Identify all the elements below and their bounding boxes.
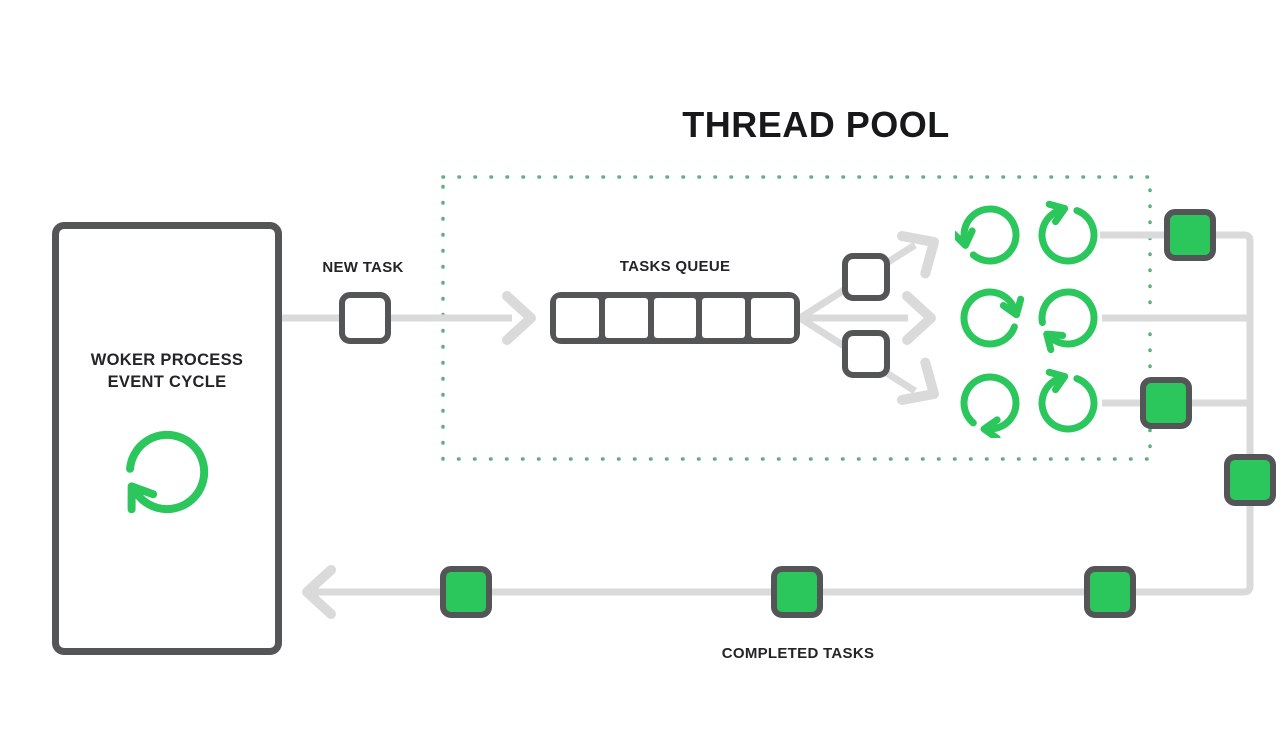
new-task-label: NEW TASK xyxy=(322,259,404,276)
queue-cell xyxy=(702,298,746,338)
arrow-right-icon xyxy=(902,291,936,345)
new-task-square xyxy=(339,292,391,344)
queue-cell xyxy=(653,298,697,338)
completed-task-square xyxy=(771,566,823,618)
tasks-queue-label: TASKS QUEUE xyxy=(619,258,731,275)
completed-task-square xyxy=(1084,566,1136,618)
completed-task-square xyxy=(1164,209,1216,261)
queue-cell xyxy=(604,298,648,338)
worker-process-label: WOKER PROCESS EVENT CYCLE xyxy=(62,349,272,394)
completed-tasks-return-line xyxy=(307,231,1254,596)
queue-cell xyxy=(751,298,794,338)
worker-process-label-line2: EVENT CYCLE xyxy=(107,373,227,392)
thread-spinner-icon xyxy=(1033,200,1103,270)
queue-cell xyxy=(556,298,599,338)
completed-task-square xyxy=(440,566,492,618)
completed-tasks-label: COMPLETED TASKS xyxy=(721,645,875,662)
thread-spinner-icon xyxy=(955,200,1025,270)
completed-task-square xyxy=(1224,454,1276,506)
arrow-down-right-icon xyxy=(896,357,939,405)
thread-spinner-icon xyxy=(1033,368,1103,438)
worker-process-label-line1: WOKER PROCESS xyxy=(90,351,244,369)
thread-spinner-icon xyxy=(1033,283,1103,353)
tasks-queue xyxy=(550,292,800,344)
dispatch-task-square-lower xyxy=(842,330,890,378)
thread-spinner-icon xyxy=(955,368,1025,438)
event-cycle-spinner-icon xyxy=(117,422,217,522)
arrow-right-icon xyxy=(502,291,536,345)
dispatch-task-square-upper xyxy=(842,253,890,301)
diagram-title: THREAD POOL xyxy=(682,104,950,145)
completed-task-square xyxy=(1140,377,1192,429)
arrow-left-icon xyxy=(302,565,336,619)
arrow-up-right-icon xyxy=(896,231,939,279)
thread-spinner-icon xyxy=(955,283,1025,353)
